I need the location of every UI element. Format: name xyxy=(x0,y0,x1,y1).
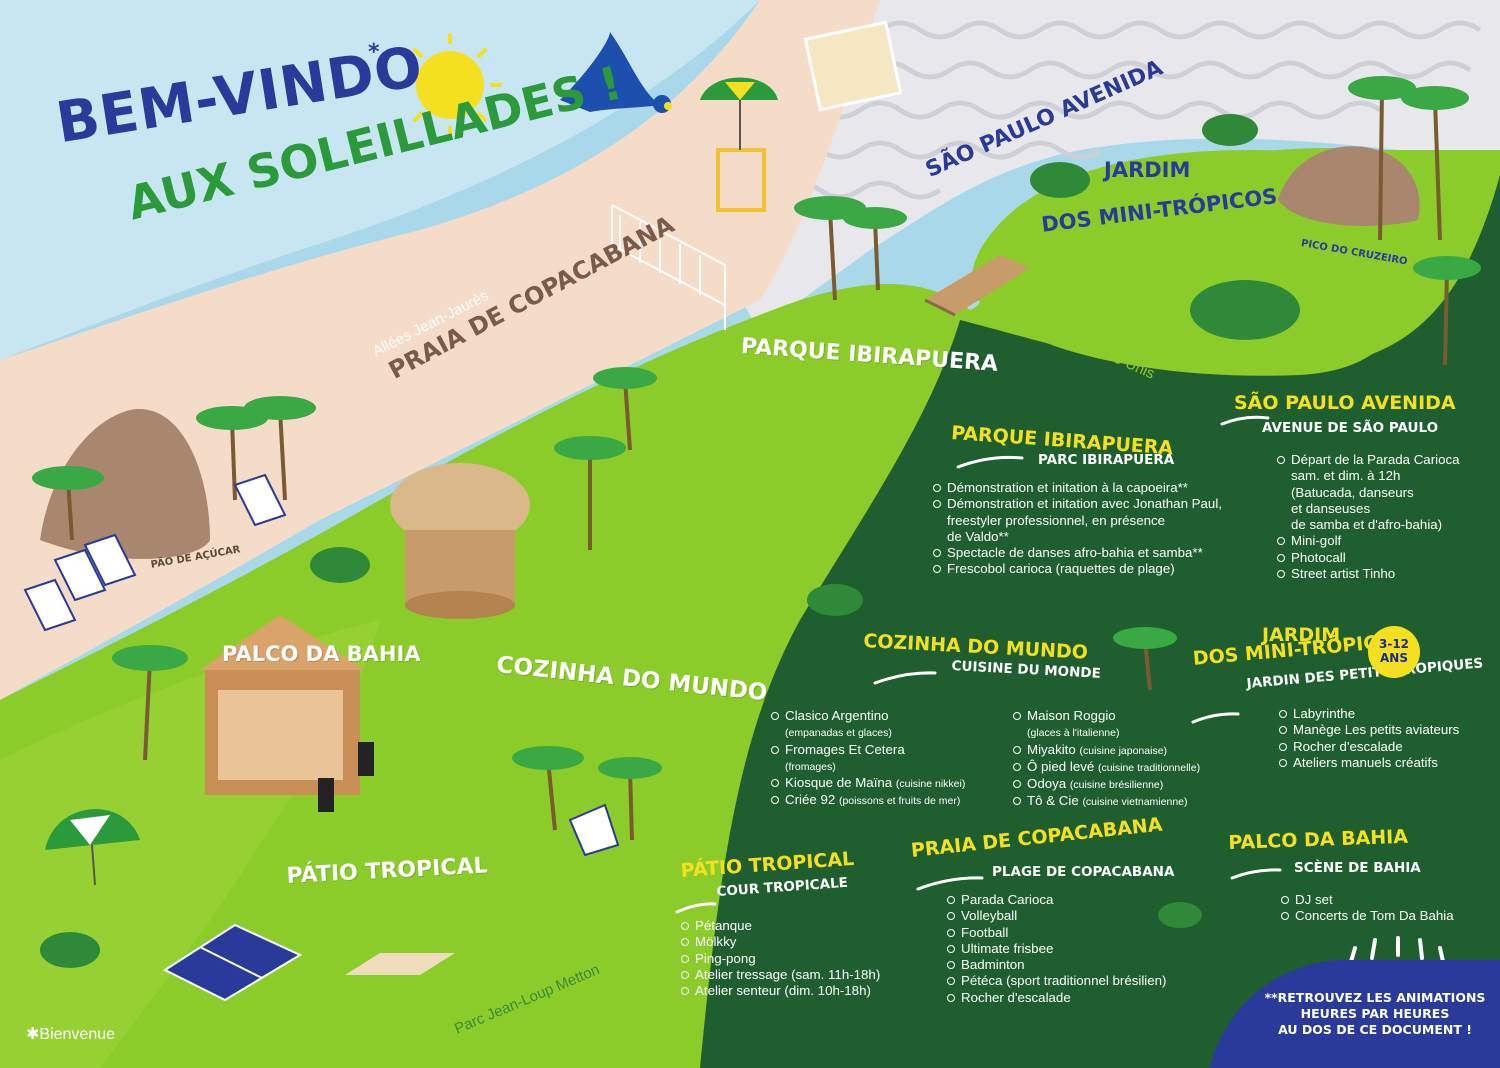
petanque-court xyxy=(345,953,455,975)
section-praia-copacabana: PRAIA DE COPACABANA PLAGE DE COPACABANA … xyxy=(910,814,1175,1006)
section-subtitle: PARC IBIRAPUERA xyxy=(1038,452,1175,468)
promenade-waves xyxy=(778,20,1482,200)
list-item: de Valdo** xyxy=(947,528,1009,544)
list-item: Atelier senteur (dim. 10h-18h) xyxy=(680,983,880,999)
list-item: Ateliers manuels créatifs xyxy=(1278,755,1483,771)
info-area-dark-green xyxy=(700,175,1500,1068)
volleyball-net xyxy=(611,204,726,330)
photocall-board xyxy=(803,20,903,112)
palm-trees xyxy=(32,76,1481,841)
animations-note-line-3: AU DOS DE CE DOCUMENT ! xyxy=(1278,1022,1472,1037)
age-badge-line-2: ANS xyxy=(1380,651,1408,665)
list-item: Mini-golf xyxy=(1276,533,1460,549)
title-asterisk: * xyxy=(368,40,380,65)
list-item: Street artist Tinho xyxy=(1276,566,1460,582)
animations-note-line-2: HEURES PAR HEURES xyxy=(1300,1006,1450,1021)
list-item: Frescobol carioca (raquettes de plage) xyxy=(932,561,1222,577)
list-item: Ultimate frisbee xyxy=(946,941,1174,957)
ping-pong-table xyxy=(162,923,303,1002)
list-item: Football xyxy=(946,925,1174,941)
list-item: (empanadas et glaces) xyxy=(785,727,892,740)
list-item: (Batucada, danseurs xyxy=(1291,484,1414,500)
section-patio-tropical: PÁTIO TROPICAL COUR TROPICALE Pétanque M… xyxy=(680,848,880,999)
tiki-bar xyxy=(390,463,530,619)
section-palco-da-bahia: PALCO DA BAHIA SCÈNE DE BAHIA DJ set Con… xyxy=(1228,826,1454,925)
zone-label-jardim-1: JARDIM xyxy=(1104,158,1191,182)
section-title-line-1: JARDIM xyxy=(1262,624,1341,646)
list-item: Rocher d'escalade xyxy=(946,990,1174,1006)
list-item: freestyler professionnel, en présence xyxy=(947,512,1166,528)
list-item: Fromages Et Cetera xyxy=(770,742,1010,758)
list-item: Clasico Argentino xyxy=(770,708,1010,724)
promenade xyxy=(722,0,1500,330)
animations-note: **RETROUVEZ LES ANIMATIONS HEURES PAR HE… xyxy=(1252,990,1498,1038)
beach-umbrella xyxy=(45,809,140,886)
list-item: Badminton xyxy=(946,957,1174,973)
animations-note-line-1: **RETROUVEZ LES ANIMATIONS xyxy=(1264,990,1486,1005)
age-badge: 3-12 ANS xyxy=(1368,626,1420,678)
list-item: Ô pied levé (cuisine traditionnelle) xyxy=(1012,759,1242,776)
list-item: Rocher d'escalade xyxy=(1278,739,1483,755)
list-item: sam. et dim. à 12h xyxy=(1291,468,1401,484)
section-title: SÃO PAULO AVENIDA xyxy=(1234,392,1456,414)
speakers xyxy=(318,742,374,812)
list-item: Criée 92 (poissons et fruits de mer) xyxy=(770,792,1010,809)
list-item: Démonstration et initation à la capoeira… xyxy=(932,480,1222,496)
list-item: Concerts de Tom Da Bahia xyxy=(1280,908,1454,924)
section-subtitle: AVENUE DE SÃO PAULO xyxy=(1262,420,1439,436)
list-item: Démonstration et initation avec Jonathan… xyxy=(932,496,1222,512)
list-item: Spectacle de danses afro-bahia et samba*… xyxy=(932,545,1222,561)
list-item: et danseuses xyxy=(1291,500,1371,516)
list-item: Photocall xyxy=(1276,550,1460,566)
list-item: Manège Les petits aviateurs xyxy=(1278,722,1483,738)
section-subtitle: SCÈNE DE BAHIA xyxy=(1294,860,1421,876)
list-item: Parada Carioca xyxy=(946,892,1174,908)
list-item: Tô & Cie (cuisine vietnamienne) xyxy=(1012,793,1242,810)
list-item: Miyakito (cuisine japonaise) xyxy=(1012,742,1242,759)
list-item: Kiosque de Maïna (cuisine nikkei) xyxy=(770,775,1010,792)
list-item: Maison Roggio xyxy=(1012,708,1242,724)
list-item: DJ set xyxy=(1280,892,1454,908)
pao-de-acucar-rock xyxy=(40,409,210,559)
age-badge-line-1: 3-12 xyxy=(1378,637,1410,651)
section-subtitle: PLAGE DE COPACABANA xyxy=(992,864,1175,880)
section-cozinha-do-mundo: COZINHA DO MUNDO CUISINE DU MONDE Clasic… xyxy=(770,630,1200,808)
list-item: Départ de la Parada Carioca xyxy=(1276,452,1460,468)
wooden-bridge xyxy=(924,255,1030,317)
bushes xyxy=(40,114,1300,968)
list-item: de samba et d'afro-bahia) xyxy=(1291,517,1443,533)
section-swooshes xyxy=(675,415,1282,914)
gazebo-stage xyxy=(200,615,365,795)
list-item: Mölkky xyxy=(680,934,880,950)
bienvenue-logo: ✱Bienvenue xyxy=(26,1026,116,1043)
list-item: Ping-pong xyxy=(680,951,880,967)
list-item: (fromages) xyxy=(785,760,836,773)
lifeguard-tower xyxy=(700,77,778,212)
list-item: Pétanque xyxy=(680,918,880,934)
list-item: Odoya (cuisine brésilienne) xyxy=(1012,776,1242,793)
beach-sand xyxy=(0,0,880,700)
list-item: Pétéca (sport traditionnel brésilien) xyxy=(946,973,1174,989)
list-item: (glaces à l'italienne) xyxy=(1027,727,1120,740)
list-item: Labyrinthe xyxy=(1278,706,1483,722)
section-sao-paulo-avenida: SÃO PAULO AVENIDA AVENUE DE SÃO PAULO Dé… xyxy=(1234,392,1460,582)
zone-label-palco: PALCO DA BAHIA xyxy=(222,642,421,666)
parrot-illustration xyxy=(560,32,672,113)
list-item: Volleyball xyxy=(946,908,1174,924)
section-parque-ibirapuera: PARQUE IBIRAPUERA PARC IBIRAPUERA Démons… xyxy=(932,422,1222,578)
section-jardim-mini-tropicos: JARDIM DOS MINI-TRÓPICOS JARDIN DES PETI… xyxy=(1190,624,1484,771)
sun-illustration xyxy=(398,33,502,138)
list-item: Atelier tressage (sam. 11h-18h) xyxy=(680,967,880,983)
deck-chairs xyxy=(23,473,620,857)
pico-do-cruzeiro-rock xyxy=(1278,146,1420,226)
